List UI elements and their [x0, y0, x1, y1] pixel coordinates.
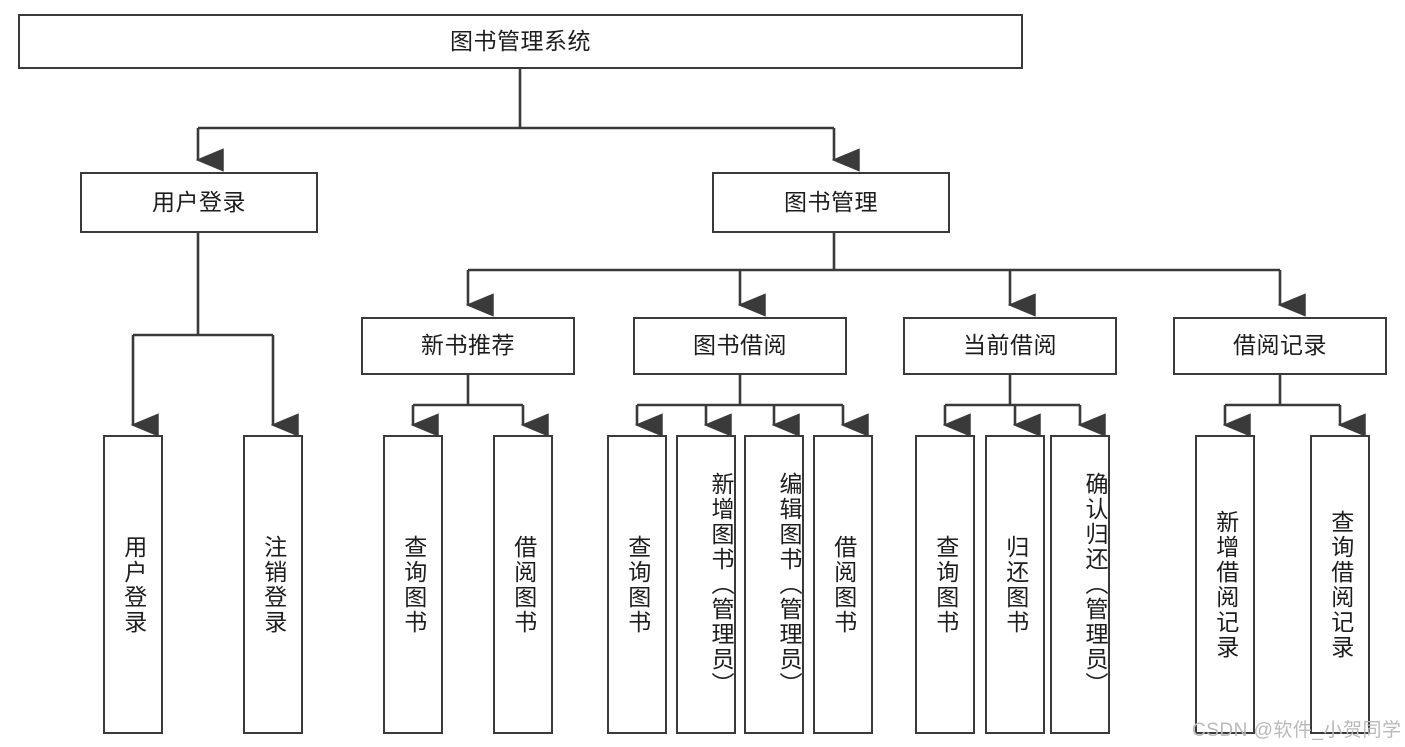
node-leaf-query-book-nb[interactable]: 查询图书 — [383, 435, 443, 734]
node-leaf-return-book-label: 归还图书 — [1002, 534, 1029, 635]
node-leaf-query-borrow-record[interactable]: 查询借阅记录 — [1310, 435, 1370, 734]
node-new-book-recommend-label: 新书推荐 — [421, 332, 515, 359]
node-leaf-return-book[interactable]: 归还图书 — [985, 435, 1045, 734]
node-leaf-add-borrow-record-label: 新增借阅记录 — [1212, 509, 1239, 660]
node-leaf-query-book-cb[interactable]: 查询图书 — [915, 435, 975, 734]
node-leaf-logout[interactable]: 注销登录 — [243, 435, 303, 734]
node-leaf-borrow-book-nb-label: 借阅图书 — [510, 534, 537, 635]
node-leaf-confirm-return[interactable]: 确认归还（管理员） — [1050, 435, 1110, 734]
node-leaf-logout-label: 注销登录 — [260, 534, 287, 635]
node-leaf-edit-book-label: 编辑图书（管理员） — [776, 472, 802, 697]
node-leaf-confirm-return-label: 确认归还（管理员） — [1082, 472, 1108, 697]
node-leaf-add-borrow-record[interactable]: 新增借阅记录 — [1195, 435, 1255, 734]
node-leaf-user-login[interactable]: 用户登录 — [103, 435, 163, 734]
node-leaf-borrow-book-bb[interactable]: 借阅图书 — [813, 435, 873, 734]
node-current-borrow[interactable]: 当前借阅 — [903, 317, 1117, 375]
node-user-login[interactable]: 用户登录 — [80, 172, 318, 233]
node-leaf-add-book[interactable]: 新增图书（管理员） — [676, 435, 736, 734]
node-leaf-user-login-label: 用户登录 — [120, 534, 147, 635]
watermark-text: CSDN @软件_小贺同学 — [1192, 720, 1402, 741]
node-root-label: 图书管理系统 — [450, 27, 591, 54]
node-book-management[interactable]: 图书管理 — [712, 172, 950, 233]
node-new-book-recommend[interactable]: 新书推荐 — [361, 317, 575, 375]
node-borrow-record-label: 借阅记录 — [1233, 332, 1327, 359]
node-book-borrow-label: 图书借阅 — [693, 332, 787, 359]
node-leaf-borrow-book-nb[interactable]: 借阅图书 — [493, 435, 553, 734]
node-book-borrow[interactable]: 图书借阅 — [633, 317, 847, 375]
node-leaf-query-borrow-record-label: 查询借阅记录 — [1327, 509, 1354, 660]
node-leaf-query-book-bb-label: 查询图书 — [624, 534, 651, 635]
node-leaf-query-book-nb-label: 查询图书 — [400, 534, 427, 635]
node-current-borrow-label: 当前借阅 — [963, 332, 1057, 359]
node-leaf-query-book-bb[interactable]: 查询图书 — [607, 435, 667, 734]
node-borrow-record[interactable]: 借阅记录 — [1173, 317, 1387, 375]
node-leaf-query-book-cb-label: 查询图书 — [932, 534, 959, 635]
node-root[interactable]: 图书管理系统 — [18, 14, 1023, 69]
node-book-management-label: 图书管理 — [784, 188, 878, 215]
node-user-login-label: 用户登录 — [152, 188, 246, 215]
node-leaf-borrow-book-bb-label: 借阅图书 — [830, 534, 857, 635]
node-leaf-edit-book[interactable]: 编辑图书（管理员） — [744, 435, 804, 734]
node-leaf-add-book-label: 新增图书（管理员） — [708, 472, 734, 697]
